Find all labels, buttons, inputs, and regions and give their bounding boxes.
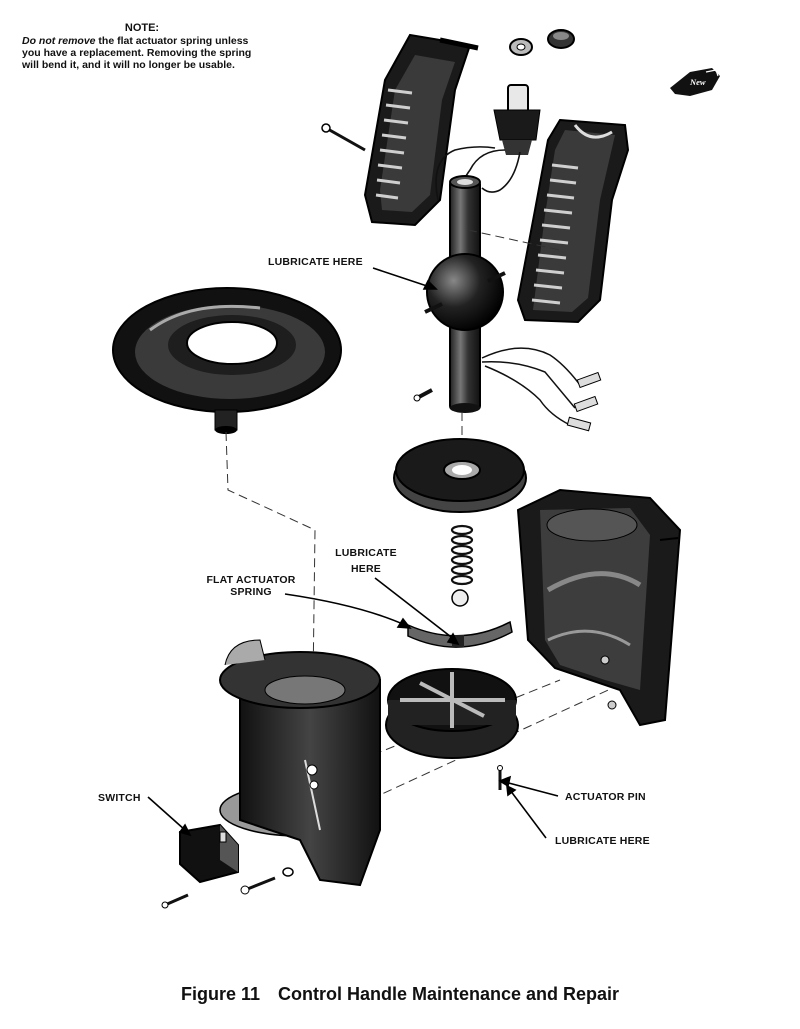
harness-connectors	[481, 347, 602, 432]
figure-number: Figure 11	[180, 984, 260, 1004]
grommet-washers	[509, 29, 575, 56]
assembly-guide-lines	[225, 229, 631, 806]
label-actuator-pin: ACTUATOR PIN	[565, 791, 646, 803]
figure-title: Control Handle Maintenance and Repair	[277, 984, 620, 1004]
push-button-switch	[493, 84, 541, 155]
control-shaft	[413, 175, 506, 413]
new-badge-label: New	[690, 77, 706, 87]
label-lubricate-bottom: LUBRICATE HERE	[555, 835, 650, 847]
callout-leaders	[147, 267, 559, 839]
note-body: Do not remove the flat actuator spring u…	[22, 35, 262, 71]
note-emphasis: Do not remove	[22, 35, 96, 47]
detent-ball	[451, 589, 469, 607]
boot-dish	[112, 287, 342, 434]
detent-spring	[450, 524, 474, 586]
label-lubricate-top: LUBRICATE HERE	[268, 256, 363, 268]
housing-right	[516, 488, 682, 727]
handle-grip-left	[363, 33, 479, 227]
switch-cam-block	[385, 668, 519, 759]
actuator-pin	[497, 765, 503, 790]
handle-grip-right	[516, 118, 630, 324]
label-flat-actuator-spring: FLAT ACTUATOR SPRING	[196, 574, 306, 598]
label-lubricate-mid: LUBRICATE HERE	[326, 547, 406, 575]
mounting-screws	[161, 867, 294, 909]
note-title: NOTE:	[124, 22, 160, 34]
label-lubricate-mid-line1: LUBRICATE	[335, 547, 397, 559]
label-flat-spring-line2: SPRING	[230, 586, 272, 598]
new-badge	[670, 68, 720, 96]
label-lubricate-mid-line2: HERE	[351, 563, 381, 575]
figure-caption: Figure 11 Control Handle Maintenance and …	[0, 984, 800, 1005]
microswitch	[179, 823, 239, 884]
cam-disk	[393, 438, 527, 513]
note-block: NOTE: Do not remove the flat actuator sp…	[22, 22, 262, 71]
handle-screw	[321, 123, 366, 152]
label-switch: SWITCH	[98, 792, 141, 804]
label-flat-spring-line1: FLAT ACTUATOR	[206, 574, 296, 586]
housing-left	[219, 639, 381, 887]
note-text: the flat actuator spring unless you have…	[22, 35, 252, 71]
flat-actuator-spring	[407, 620, 513, 648]
